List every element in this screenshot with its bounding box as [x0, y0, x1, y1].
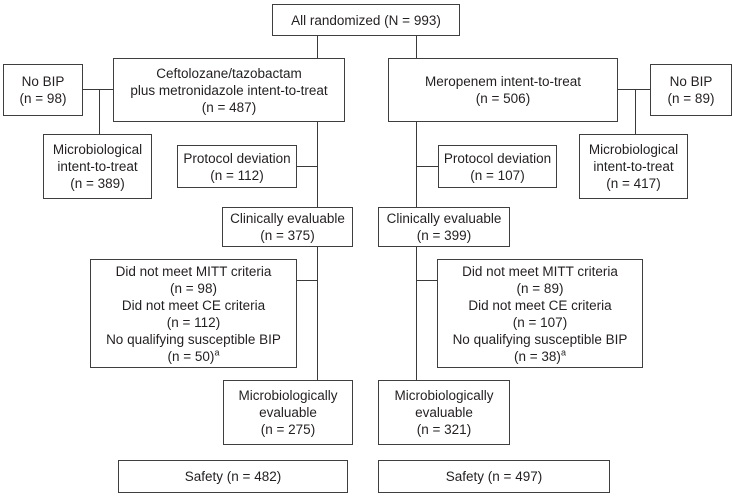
- node-no-bip-right: No BIP (n = 89): [650, 64, 732, 116]
- node-text-line: (n = 275): [260, 422, 316, 437]
- node-text-line: Did not meet CE criteria: [121, 297, 266, 313]
- connector-left-arm-to-clin-eval: [317, 122, 319, 207]
- node-protocol-deviation-right: Protocol deviation (n = 107): [438, 145, 557, 188]
- node-text-line: No qualifying susceptible BIP: [106, 331, 281, 347]
- node-text-line: Microbiologically: [394, 388, 494, 403]
- node-text-line: (n = 321): [416, 422, 472, 437]
- node-text-line: (n = 50)a: [168, 348, 220, 365]
- node-exclusions-left: Did not meet MITT criteria (n = 98) Did …: [90, 259, 297, 368]
- node-text-line: Ceftolozane/tazobactam: [156, 65, 302, 81]
- node-text-line: (n = 112): [210, 167, 264, 183]
- node-text-line: (n = 107): [470, 167, 525, 183]
- node-text-line: evaluable: [259, 405, 317, 420]
- node-exclusions-right: Did not meet MITT criteria (n = 89) Did …: [437, 259, 643, 368]
- node-text-line: Safety (n = 497): [445, 469, 543, 484]
- connector-clin-eval-to-micro-eval-right: [416, 247, 418, 380]
- node-text-line: (n = 417): [606, 176, 661, 191]
- node-text-line: Clinically evaluable: [386, 211, 502, 226]
- node-text: (n = 50): [167, 348, 215, 364]
- node-text: (n = 38): [514, 348, 561, 364]
- node-text-line: Did not meet MITT criteria: [462, 263, 618, 279]
- connector-right-arm-to-no-bip: [618, 89, 650, 91]
- node-text-line: Protocol deviation: [443, 150, 552, 166]
- connector-protocol-dev-right: [416, 166, 438, 168]
- node-text-line: (n = 399): [416, 228, 472, 243]
- node-text-line: intent-to-treat: [57, 159, 138, 174]
- node-safety-left: Safety (n = 482): [118, 460, 348, 493]
- node-text-line: Did not meet MITT criteria: [115, 263, 272, 279]
- node-text-line: (n = 107): [512, 314, 568, 330]
- node-text-line: No BIP: [669, 74, 713, 89]
- node-text-line: (n = 389): [70, 176, 125, 191]
- node-no-bip-left: No BIP (n = 98): [3, 64, 83, 116]
- node-text-line: Safety (n = 482): [184, 469, 282, 484]
- node-text-line: (n = 98): [19, 91, 67, 106]
- connector-right-arm-to-clin-eval: [416, 122, 418, 207]
- connector-clin-eval-to-micro-eval-left: [317, 247, 319, 380]
- node-text-line: plus metronidazole intent-to-treat: [130, 82, 328, 98]
- node-text-line: No qualifying susceptible BIP: [452, 331, 628, 347]
- node-text-line: Protocol deviation: [183, 150, 291, 166]
- node-text-line: (n = 89): [516, 280, 564, 296]
- node-text-line: intent-to-treat: [593, 159, 674, 174]
- node-text-line: All randomized (N = 993): [291, 12, 441, 28]
- node-text-line: (n = 112): [166, 314, 221, 330]
- node-micro-itt-left: Microbiological intent-to-treat (n = 389…: [43, 134, 152, 199]
- connector-drop-to-micro-itt-right: [635, 89, 637, 134]
- node-micro-evaluable-left: Microbiologically evaluable (n = 275): [223, 380, 353, 445]
- node-text-line: (n = 38)a: [514, 348, 566, 365]
- node-text-line: (n = 506): [475, 91, 531, 106]
- connector-randomized-to-left-arm: [317, 36, 319, 58]
- connector-exclusions-left: [297, 280, 318, 282]
- node-text-line: Microbiologically: [238, 388, 338, 403]
- connector-exclusions-right: [416, 280, 438, 282]
- node-text-line: No BIP: [21, 74, 65, 89]
- connector-protocol-dev-left: [297, 166, 318, 168]
- footnote-marker: a: [214, 347, 220, 357]
- node-text-line: (n = 487): [201, 99, 257, 115]
- node-text-line: (n = 89): [667, 91, 715, 106]
- node-meropenem-itt: Meropenem intent-to-treat (n = 506): [388, 58, 618, 122]
- node-text-line: (n = 98): [170, 280, 217, 296]
- node-text-line: Microbiological: [588, 142, 679, 157]
- connector-left-arm-to-no-bip: [83, 89, 113, 91]
- node-ceftolozane-itt: Ceftolozane/tazobactam plus metronidazol…: [113, 58, 345, 122]
- node-text-line: Clinically evaluable: [230, 211, 345, 226]
- node-text-line: evaluable: [415, 405, 473, 420]
- node-text-line: (n = 375): [260, 228, 315, 243]
- node-text-line: Meropenem intent-to-treat: [424, 74, 582, 89]
- node-all-randomized: All randomized (N = 993): [272, 4, 460, 36]
- node-protocol-deviation-left: Protocol deviation (n = 112): [177, 145, 297, 188]
- node-text-line: Microbiological: [52, 142, 143, 157]
- node-text-line: Did not meet CE criteria: [468, 297, 612, 313]
- node-safety-right: Safety (n = 497): [378, 460, 610, 493]
- connector-randomized-to-right-arm: [416, 36, 418, 58]
- node-micro-itt-right: Microbiological intent-to-treat (n = 417…: [579, 134, 688, 199]
- node-micro-evaluable-right: Microbiologically evaluable (n = 321): [378, 380, 510, 445]
- footnote-marker: a: [560, 347, 566, 357]
- connector-drop-to-micro-itt-left: [99, 89, 101, 134]
- node-clinically-evaluable-right: Clinically evaluable (n = 399): [378, 207, 510, 247]
- node-clinically-evaluable-left: Clinically evaluable (n = 375): [222, 207, 353, 247]
